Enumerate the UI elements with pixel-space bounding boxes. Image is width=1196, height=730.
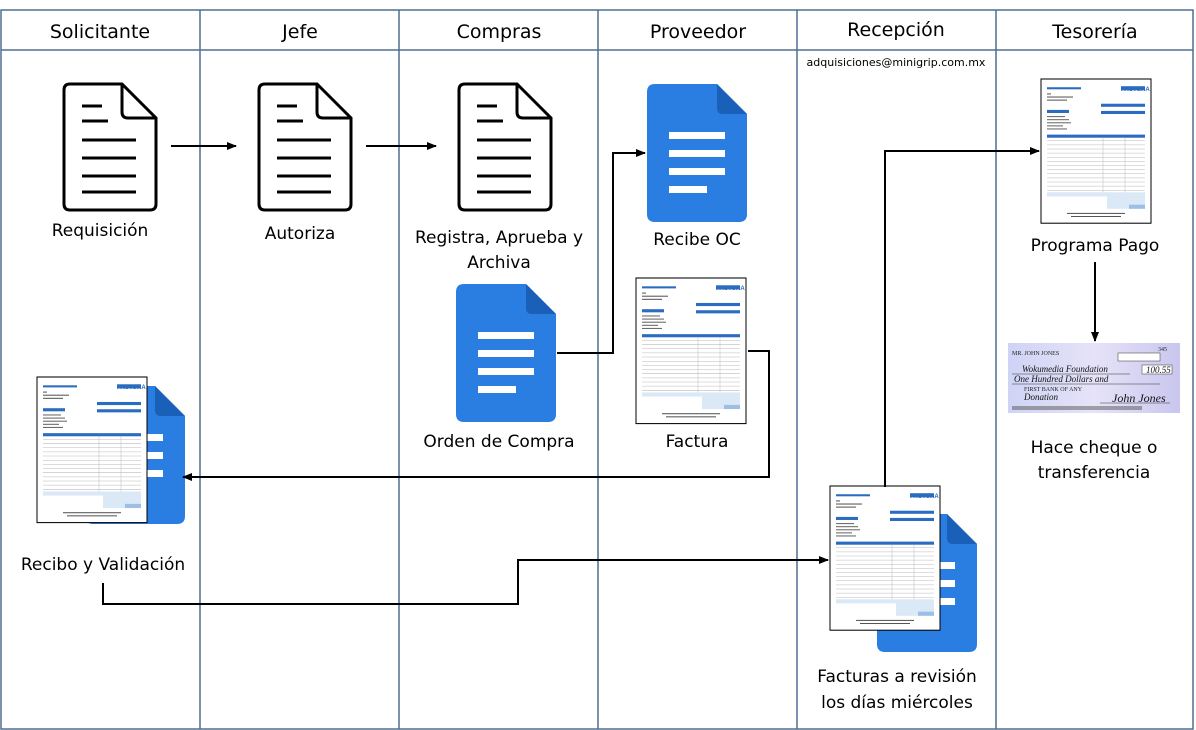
step-autoriza: Autoriza	[265, 224, 336, 244]
invoice-title-text: FACTURA	[117, 385, 146, 391]
flow-arrows	[102, 142, 1099, 605]
swimlane-grid	[0, 9, 1194, 730]
invoice-title-text: FACTURA	[716, 286, 745, 292]
lane-header-proveedor: Proveedor	[650, 21, 746, 43]
lane-header-compras: Compras	[457, 21, 542, 43]
cheque-bank: FIRST BANK OF ANY	[1024, 387, 1083, 393]
cheque-amount: 100.55	[1146, 365, 1171, 375]
recibo-invoice-thumbnail: FACTURA	[36, 376, 148, 524]
step-facturas-revision-line2: los días miércoles	[821, 693, 973, 713]
factura-invoice-thumbnail: FACTURA	[635, 277, 747, 425]
step-registra-line1: Registra, Aprueba y	[415, 228, 583, 248]
step-hace-cheque-line2: transferencia	[1038, 463, 1150, 483]
registra-document-icon	[457, 82, 553, 212]
lane-header-recepcion: Recepción	[847, 19, 945, 41]
step-recibe-oc: Recibe OC	[653, 230, 740, 250]
programa-pago-invoice-thumbnail: FACTURA	[1040, 78, 1152, 224]
arrow-factura-to-recibo	[182, 350, 770, 481]
autoriza-document-icon	[257, 82, 353, 212]
lane-header-solicitante: Solicitante	[50, 21, 150, 43]
arrow-recepcion-to-tesoreria	[884, 147, 1040, 487]
cheque-signature: John Jones	[1112, 391, 1166, 405]
step-registra-line2: Archiva	[467, 253, 531, 273]
arrow-orden-to-proveedor	[557, 149, 646, 354]
arrow-recibo-to-recepcion	[102, 556, 829, 605]
invoice-title-text: FACTURA	[910, 494, 939, 500]
step-facturas-revision-line1: Facturas a revisión	[817, 667, 977, 687]
step-hace-cheque-line1: Hace cheque o	[1031, 438, 1158, 458]
step-orden-compra: Orden de Compra	[423, 432, 574, 452]
step-requisicion: Requisición	[52, 221, 149, 241]
cheque-number: 345	[1158, 347, 1167, 353]
email-address: adquisiciones@minigrip.com.mx	[807, 56, 986, 69]
cheque-payee: Wokumedia Foundation	[1022, 364, 1108, 374]
cheque-amount-words: One Hundred Dollars and	[1014, 374, 1109, 384]
facturas-invoice-thumbnail: FACTURA	[829, 485, 941, 631]
requisicion-document-icon	[62, 82, 158, 212]
cheque-memo: Donation	[1023, 392, 1059, 402]
step-factura: Factura	[666, 432, 729, 452]
cheque-payer: MR. JOHN JONES	[1012, 351, 1059, 357]
lane-header-tesoreria: Tesorería	[1051, 21, 1137, 43]
lane-header-jefe: Jefe	[281, 21, 318, 43]
recibe-oc-doc-icon	[647, 84, 747, 222]
step-programa-pago: Programa Pago	[1031, 236, 1160, 256]
orden-compra-doc-icon	[456, 284, 556, 422]
cheque-image: 345 MR. JOHN JONES Wokumedia Foundation …	[1008, 343, 1180, 413]
step-recibo-validacion: Recibo y Validación	[21, 555, 185, 575]
invoice-title-text: FACTURA	[1121, 87, 1150, 93]
